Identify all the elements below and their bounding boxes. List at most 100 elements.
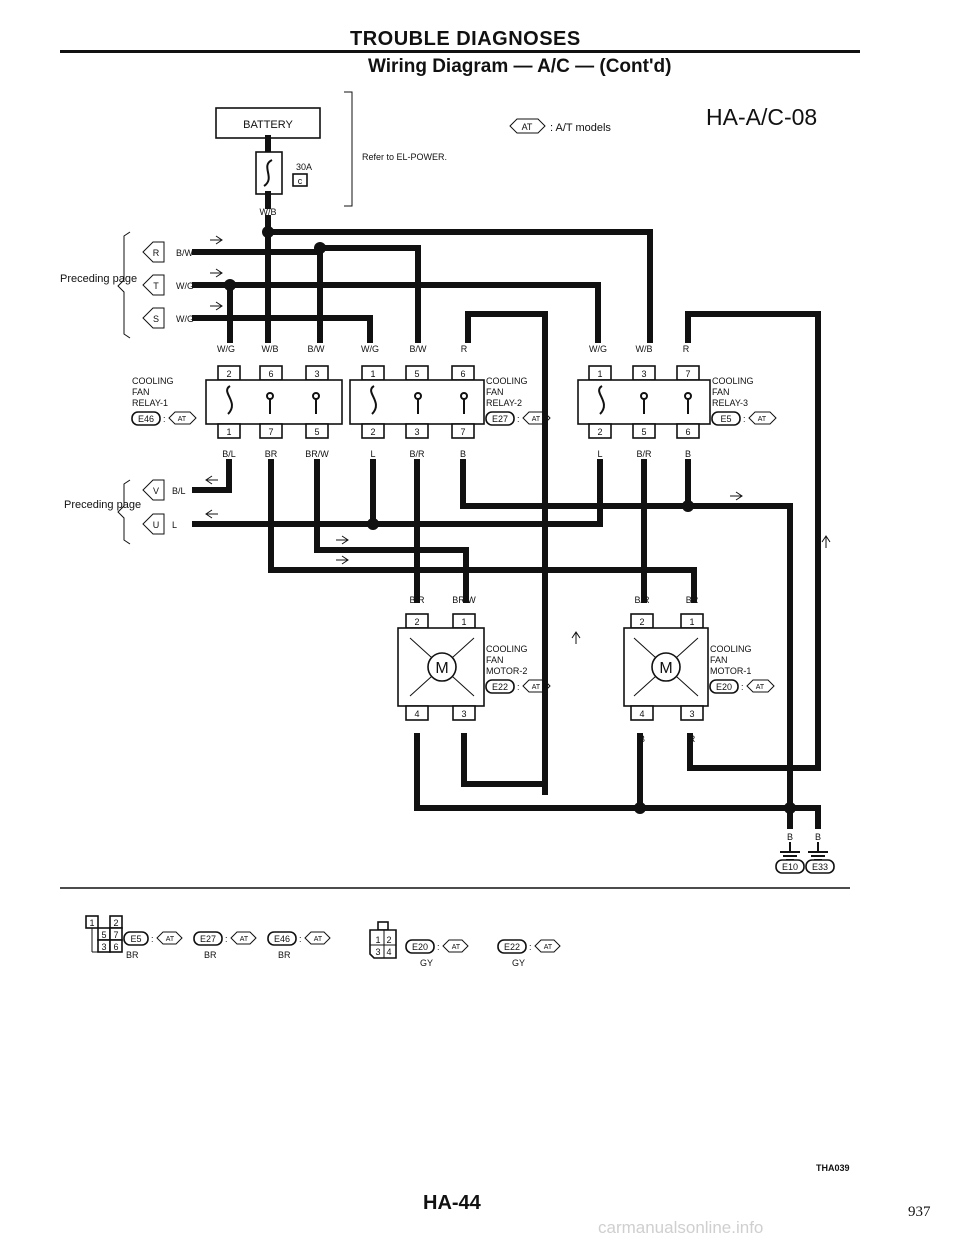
ref-e5: E5 : AT BR xyxy=(123,931,183,960)
svg-text:GY: GY xyxy=(420,958,433,968)
svg-text:AT: AT xyxy=(166,936,175,943)
svg-text:E22: E22 xyxy=(492,682,508,692)
refer-note: Refer to EL-POWER. xyxy=(362,152,447,162)
svg-text:R: R xyxy=(461,344,468,354)
svg-text:5: 5 xyxy=(101,930,106,940)
svg-text:B: B xyxy=(815,832,821,842)
svg-text:7: 7 xyxy=(113,930,118,940)
svg-text:B/R: B/R xyxy=(409,449,425,459)
svg-text:M: M xyxy=(659,660,672,677)
svg-text:W/B: W/B xyxy=(262,344,279,354)
page-title: TROUBLE DIAGNOSES xyxy=(350,28,581,50)
svg-text:6: 6 xyxy=(268,369,273,379)
svg-text:BR: BR xyxy=(126,950,139,960)
relay-3: W/G W/B R 1 3 7 2 5 6 L B/R B COOLING FA… xyxy=(577,344,777,459)
svg-text:2: 2 xyxy=(370,427,375,437)
svg-text:1: 1 xyxy=(597,369,602,379)
figure-code: THA039 xyxy=(816,1163,850,1173)
svg-text:AT: AT xyxy=(452,944,461,951)
preceding-page-label-bottom: Preceding page xyxy=(64,499,141,511)
svg-text:2: 2 xyxy=(639,617,644,627)
svg-text:AT: AT xyxy=(758,416,767,423)
svg-text:BR/W: BR/W xyxy=(305,449,329,459)
svg-text:COOLING: COOLING xyxy=(486,376,528,386)
preceding-page-label-top: Preceding page xyxy=(60,273,137,285)
svg-text:2: 2 xyxy=(226,369,231,379)
svg-text:B/L: B/L xyxy=(172,486,186,496)
svg-text:BR: BR xyxy=(204,950,217,960)
svg-text:E20: E20 xyxy=(412,942,428,952)
battery-label: BATTERY xyxy=(243,119,293,131)
svg-text:7: 7 xyxy=(685,369,690,379)
svg-text:W/G: W/G xyxy=(217,344,235,354)
svg-text:V: V xyxy=(153,486,159,496)
svg-text:AT: AT xyxy=(314,936,323,943)
svg-text:FAN: FAN xyxy=(710,655,728,665)
svg-text::: : xyxy=(529,942,532,952)
svg-text:B: B xyxy=(460,449,466,459)
svg-text:BR: BR xyxy=(265,449,278,459)
svg-text:MOTOR-1: MOTOR-1 xyxy=(710,666,751,676)
svg-text:3: 3 xyxy=(314,369,319,379)
svg-text:W/G: W/G xyxy=(176,281,194,291)
relay-1: W/G W/B B/W 2 6 3 1 7 5 B/L BR BR/W COOL… xyxy=(131,344,343,459)
svg-text:4: 4 xyxy=(386,947,391,957)
svg-text:AT: AT xyxy=(756,684,765,691)
svg-text:3: 3 xyxy=(641,369,646,379)
motor-2: B/R BR/W 2 1 M 4 3 B R COOLING FAN MOTOR… xyxy=(397,595,551,744)
svg-text:FAN: FAN xyxy=(132,387,150,397)
svg-text:B/R: B/R xyxy=(409,595,425,605)
page-number: 937 xyxy=(908,1204,931,1220)
diagram-code: HA-A/C-08 xyxy=(706,104,818,130)
svg-text:GY: GY xyxy=(512,958,525,968)
svg-text:3: 3 xyxy=(414,427,419,437)
svg-text:AT: AT xyxy=(240,936,249,943)
svg-text:2: 2 xyxy=(597,427,602,437)
svg-text:E46: E46 xyxy=(274,934,290,944)
svg-text:E27: E27 xyxy=(200,934,216,944)
svg-text:6: 6 xyxy=(685,427,690,437)
svg-text::: : xyxy=(163,414,166,424)
svg-text:1: 1 xyxy=(461,617,466,627)
svg-text:E5: E5 xyxy=(130,934,141,944)
svg-text:FAN: FAN xyxy=(486,387,504,397)
svg-text:5: 5 xyxy=(314,427,319,437)
connector-reference-relay: 1 2 5 7 3 6 E5 : AT BR E27 : AT BR E46 : xyxy=(85,915,331,960)
connector-in-u: U L xyxy=(142,513,177,535)
svg-text:L: L xyxy=(370,449,375,459)
svg-text::: : xyxy=(517,414,520,424)
svg-text:R: R xyxy=(683,344,690,354)
fuse-id: c xyxy=(298,176,303,186)
watermark: carmanualsonline.info xyxy=(598,1218,764,1237)
svg-text:RELAY-1: RELAY-1 xyxy=(132,398,168,408)
svg-text:3: 3 xyxy=(375,947,380,957)
svg-text:E5: E5 xyxy=(720,414,731,424)
legend-at-symbol: AT xyxy=(522,122,533,132)
svg-text::: : xyxy=(741,682,744,692)
svg-text:B: B xyxy=(414,734,420,744)
svg-text:6: 6 xyxy=(460,369,465,379)
ground-e33: B E33 xyxy=(805,832,835,874)
svg-text:M: M xyxy=(435,660,448,677)
svg-text:2: 2 xyxy=(414,617,419,627)
svg-text:E33: E33 xyxy=(812,862,828,872)
svg-text:1: 1 xyxy=(375,935,380,945)
svg-text:E10: E10 xyxy=(782,862,798,872)
ref-e22: E22 : AT GY xyxy=(497,939,561,968)
svg-text:4: 4 xyxy=(639,709,644,719)
svg-text:T: T xyxy=(153,281,159,291)
svg-text:W/G: W/G xyxy=(589,344,607,354)
svg-text:W/G: W/G xyxy=(176,314,194,324)
svg-text:COOLING: COOLING xyxy=(710,644,752,654)
ref-e20: E20 : AT GY xyxy=(405,939,469,968)
svg-text:3: 3 xyxy=(101,942,106,952)
svg-text:5: 5 xyxy=(414,369,419,379)
preceding-page-bottom: Preceding page V B/L U L xyxy=(64,479,186,545)
fuse-rating: 30A xyxy=(296,162,312,172)
svg-text::: : xyxy=(437,942,440,952)
svg-text::: : xyxy=(225,934,228,944)
svg-text:2: 2 xyxy=(113,918,118,928)
connector-in-s: S W/G xyxy=(142,307,194,329)
svg-text:5: 5 xyxy=(641,427,646,437)
